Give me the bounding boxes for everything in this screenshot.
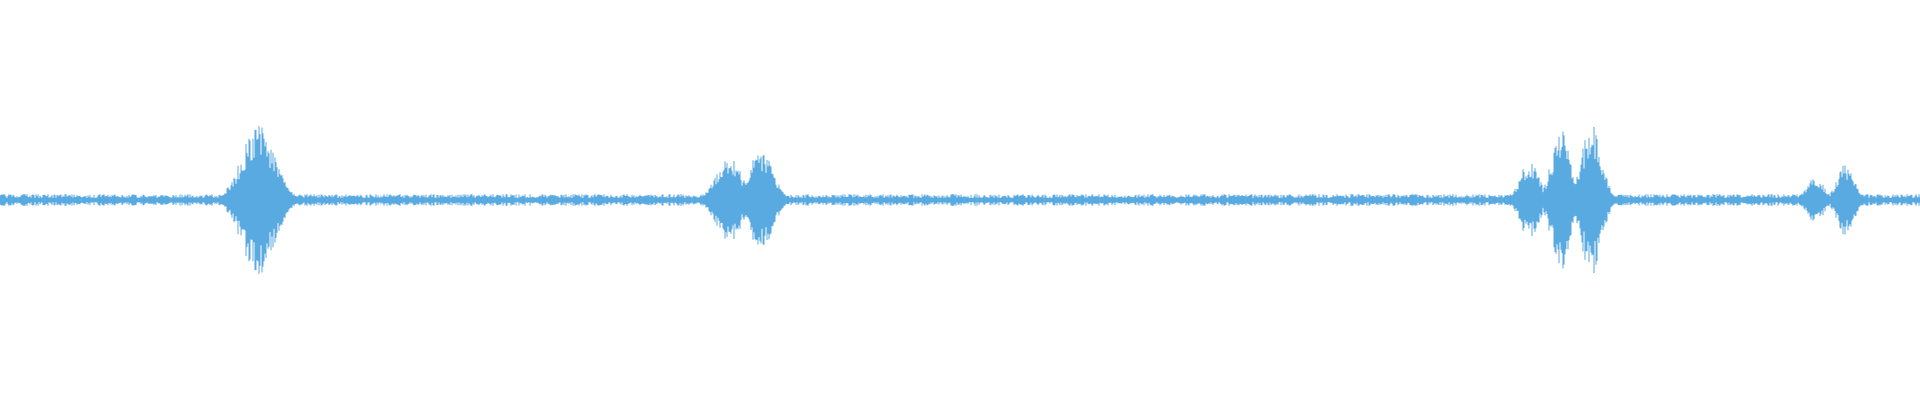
waveform-signal xyxy=(0,126,1920,274)
